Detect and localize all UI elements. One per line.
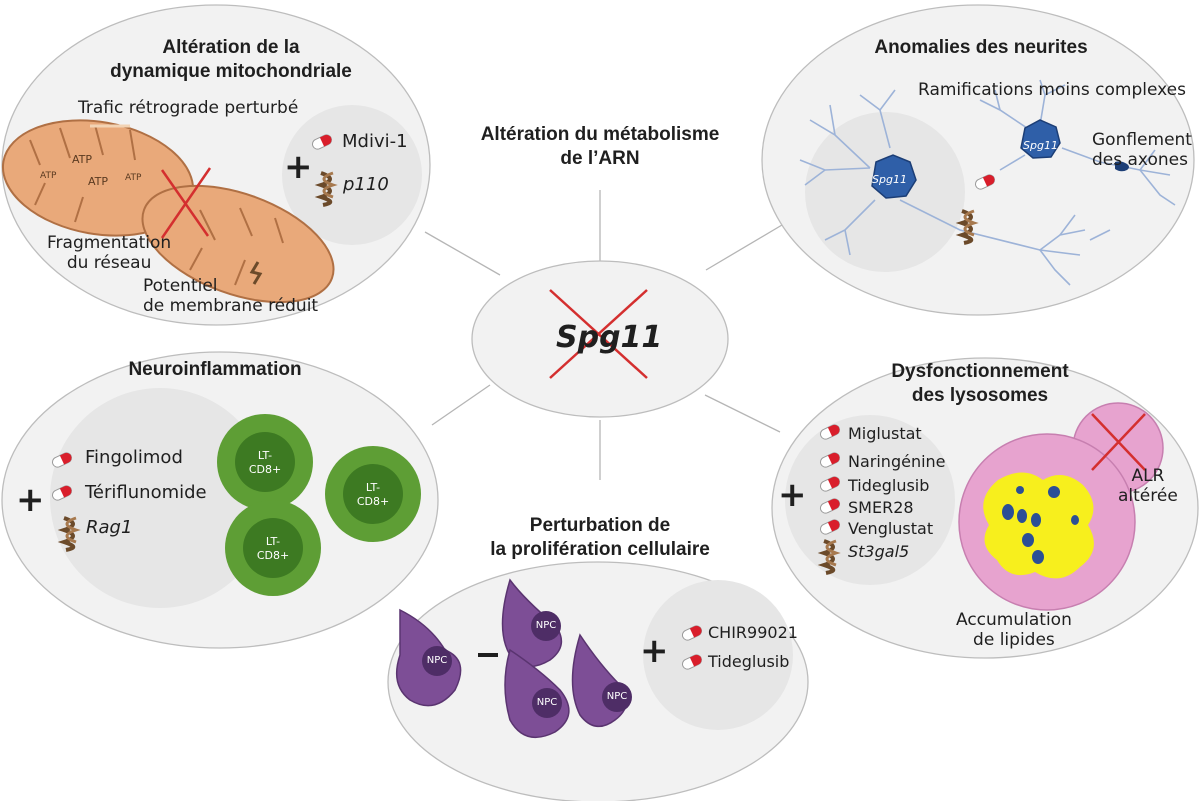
ramifications-label: Ramifications moins complexes: [918, 80, 1186, 100]
neuron-soma-label: Spg11: [1023, 139, 1058, 152]
alr-label: ALR altérée: [1118, 466, 1178, 506]
tideglusib-lyso-label: Tideglusib: [848, 476, 930, 495]
neuron-right-icon: [979, 79, 1176, 206]
npc-label: NPC: [535, 620, 557, 631]
arn-title: Altération du métabolisme de l’ARN: [480, 124, 720, 169]
lyso-title: Dysfonctionnement des lysosomes: [891, 361, 1069, 406]
atp-label: ATP: [88, 175, 109, 188]
atp-label: ATP: [125, 173, 142, 183]
prolif-treatment-circle: [643, 580, 793, 730]
center-ellipse: [471, 260, 729, 418]
tideglusib-prolif-label: Tideglusib: [708, 652, 790, 671]
neuron-left-soma: [871, 154, 917, 199]
lipid-accumulation-label: Accumulation de lipides: [956, 610, 1072, 650]
prolif-plus-icon: +: [640, 631, 669, 671]
p110-label: p110: [343, 174, 389, 195]
neuroinf-title: Neuroinflammation: [128, 359, 302, 380]
mdivi-label: Mdivi-1: [342, 131, 408, 152]
teriflunomide-label: Tériflunomide: [85, 482, 207, 503]
prolif-title: Perturbation de la prolifération cellula…: [490, 515, 710, 560]
traffic-label: Trafic rétrograde perturbé: [78, 98, 299, 118]
lyso-plus-icon: +: [778, 475, 807, 515]
membrane-lightning-icon: [249, 261, 263, 285]
connector-lines: [424, 190, 783, 480]
neuroinf-treatment-circle: [50, 388, 270, 608]
npc-label: NPC: [606, 691, 628, 702]
t-cells: [217, 414, 421, 596]
st3gal5-label: St3gal5: [848, 542, 910, 561]
npc-label: NPC: [536, 697, 558, 708]
tcell-label: LT-CD8+: [356, 481, 390, 508]
npc-label: NPC: [426, 655, 448, 666]
neuroinf-plus-icon: +: [16, 480, 45, 520]
rag1-label: Rag1: [86, 517, 133, 538]
center-gene-label: Spg11: [556, 320, 663, 355]
center-cross-icon: [549, 289, 648, 379]
alr-cross-icon: [1091, 413, 1146, 471]
mito-title: Altération de la dynamique mitochondrial…: [110, 37, 352, 82]
mito-plus-icon: +: [284, 147, 313, 187]
neurites-title: Anomalies des neurites: [874, 37, 1088, 58]
chir-label: CHIR99021: [708, 623, 798, 642]
membrane-potential-label: Potentiel de membrane réduit: [143, 276, 319, 316]
smer28-label: SMER28: [848, 498, 914, 517]
naringenine-label: Naringénine: [848, 452, 946, 471]
mitochondria-icon: [1, 119, 335, 304]
tcell-label: LT-CD8+: [256, 535, 290, 562]
venglustat-label: Venglustat: [848, 519, 934, 538]
mito-cross-icon: [160, 167, 212, 239]
fingolimod-label: Fingolimod: [85, 447, 183, 468]
miglustat-label: Miglustat: [848, 424, 922, 443]
neuron-left-icon: [799, 89, 1111, 286]
fragmentation-label: Fragmentation du réseau: [47, 233, 172, 273]
lipid-particles: [1002, 486, 1079, 564]
neuron-soma-label: Spg11: [872, 173, 907, 186]
axon-swelling-icon: [1115, 161, 1129, 172]
atp-label: ATP: [72, 153, 93, 166]
atp-label: ATP: [40, 171, 57, 181]
neuron-right-soma: [1020, 119, 1061, 159]
npc-nuclei: [422, 611, 632, 718]
swelling-label: Gonflement des axones: [1092, 130, 1192, 170]
tcell-label: LT-CD8+: [248, 449, 282, 476]
